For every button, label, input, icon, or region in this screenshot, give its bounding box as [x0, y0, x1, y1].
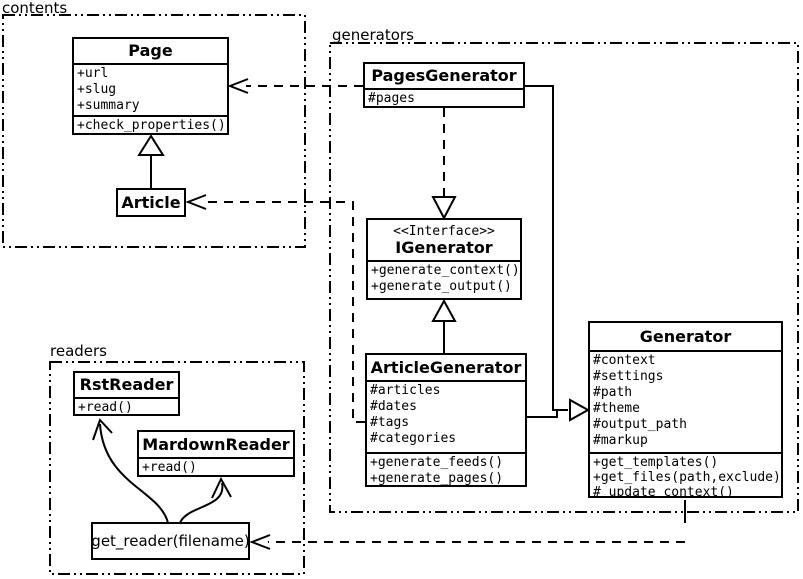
method: +get_files(path,exclude) — [593, 470, 781, 485]
class-pagesgenerator-name: PagesGenerator — [371, 66, 517, 85]
attribute: #dates — [370, 399, 417, 414]
dependency-line-articlegenerator-to-article — [204, 201, 365, 423]
open-arrowhead-to-getreader — [249, 534, 271, 550]
attribute: #theme — [593, 401, 640, 416]
attribute: #context — [593, 353, 656, 368]
method: +get_templates() — [593, 455, 719, 470]
package-label-generators: generators — [332, 26, 414, 44]
open-arrowhead-to-page — [227, 78, 249, 94]
method: +read() — [78, 400, 133, 414]
class-article: Article — [116, 188, 186, 217]
class-igenerator-title: <<Interface>> IGenerator — [368, 220, 520, 260]
class-articlegenerator: ArticleGenerator #articles #dates #tags … — [365, 353, 527, 487]
class-mardownreader-methods: +read() — [139, 457, 293, 475]
attribute: #tags — [370, 415, 410, 430]
class-pagesgenerator-attributes: #pages — [365, 88, 523, 106]
inheritance-triangle-article-to-page — [137, 134, 165, 156]
arrow-curve-getreader-to-mardownreader — [179, 482, 224, 524]
inheritance-line-articlegenerator-to-generator — [527, 410, 558, 418]
class-rstreader-methods: +read() — [75, 397, 178, 414]
class-page-name: Page — [128, 41, 173, 60]
package-label-contents: contents — [2, 0, 68, 17]
attribute: #markup — [593, 433, 648, 448]
function-box-get-reader: get_reader(filename) — [91, 522, 250, 560]
method: +check_properties() — [77, 118, 226, 133]
inheritance-line-pagesgenerator-to-generator — [525, 85, 568, 411]
class-articlegenerator-methods: +generate_feeds() +generate_pages() — [367, 452, 525, 485]
method: +read() — [142, 460, 197, 475]
open-arrowhead-to-article — [185, 194, 207, 210]
realization-triangle-igenerator-top — [431, 196, 457, 221]
class-mardownreader-name: MardownReader — [142, 434, 290, 454]
method: +generate_pages() — [370, 471, 504, 485]
package-generators-border — [329, 42, 799, 513]
class-pagesgenerator: PagesGenerator #pages — [363, 62, 525, 108]
class-rstreader: RstReader +read() — [73, 371, 180, 416]
class-generator-attributes: #context #settings #path #theme #output_… — [590, 350, 781, 452]
class-igenerator-name: IGenerator — [395, 237, 493, 257]
attribute: #pages — [368, 91, 415, 106]
inheritance-triangle-generator-left — [569, 398, 591, 422]
package-contents-border — [2, 14, 306, 248]
class-articlegenerator-name: ArticleGenerator — [370, 357, 522, 377]
open-arrowhead-to-mardownreader — [211, 476, 232, 499]
class-page-attributes: +url +slug +summary — [74, 63, 227, 115]
method: #_update_context() — [593, 485, 734, 496]
class-igenerator-methods: +generate_context() +generate_output() — [368, 260, 520, 298]
class-articlegenerator-attributes: #articles #dates #tags #categories — [367, 380, 525, 452]
package-readers-border — [49, 361, 305, 575]
class-igenerator: <<Interface>> IGenerator +generate_conte… — [366, 218, 522, 300]
class-mardownreader: MardownReader +read() — [137, 430, 295, 477]
inheritance-triangle-igenerator-bottom — [431, 298, 457, 322]
class-generator: Generator #context #settings #path #them… — [588, 321, 783, 498]
class-igenerator-stereotype: <<Interface>> — [393, 223, 495, 239]
attribute: +summary — [77, 98, 140, 113]
attribute: #path — [593, 385, 633, 400]
attribute: +slug — [77, 82, 117, 97]
attribute: #output_path — [593, 417, 687, 432]
method: +generate_output() — [371, 279, 512, 294]
package-label-readers: readers — [50, 342, 107, 360]
method: +generate_feeds() — [370, 455, 504, 470]
class-generator-methods: +get_templates() +get_files(path,exclude… — [590, 452, 781, 496]
arrow-curve-getreader-to-rstreader — [99, 423, 169, 524]
open-arrowhead-to-rstreader — [92, 418, 113, 441]
class-generator-name: Generator — [639, 326, 732, 346]
attribute: #categories — [370, 431, 457, 446]
class-page: Page +url +slug +summary +check_properti… — [72, 37, 229, 135]
class-article-name: Article — [121, 192, 181, 212]
method: +generate_context() — [371, 263, 520, 278]
class-page-methods: +check_properties() — [74, 115, 227, 133]
attribute: +url — [77, 66, 109, 81]
attribute: #articles — [370, 383, 441, 398]
class-rstreader-name: RstReader — [79, 375, 174, 394]
attribute: #settings — [593, 369, 664, 384]
